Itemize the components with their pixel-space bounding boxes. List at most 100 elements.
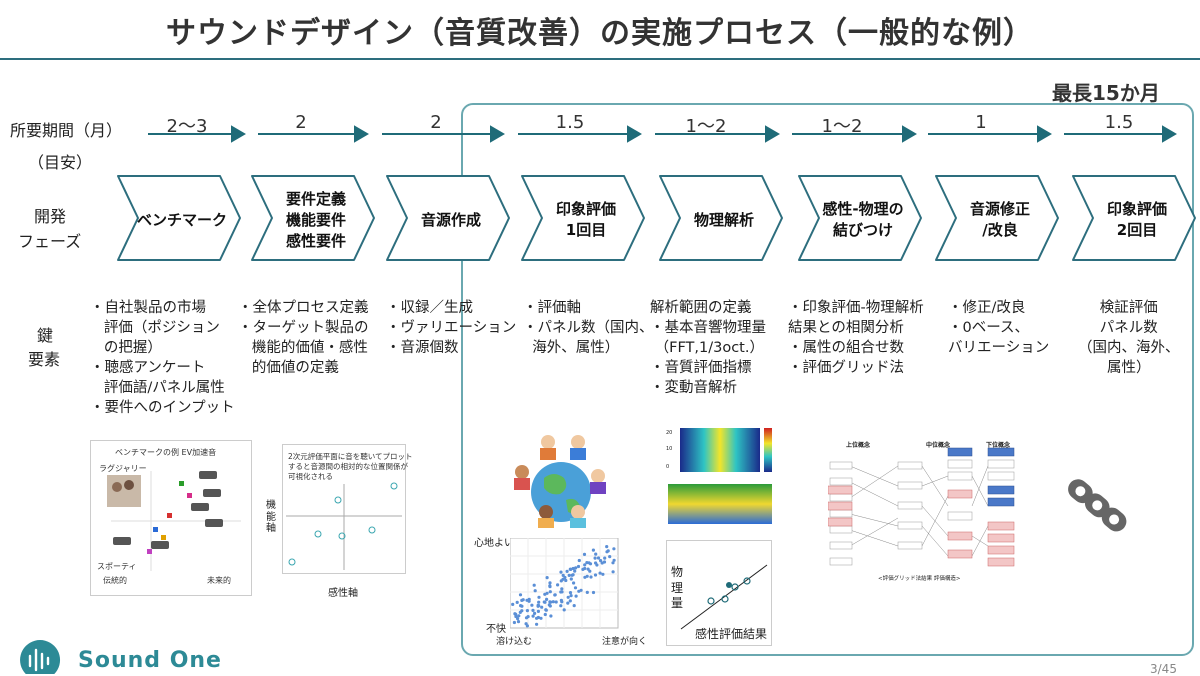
timeline-arrows <box>148 125 1177 143</box>
scatter-dot <box>606 549 610 553</box>
phase-sublabel: フェーズ <box>18 232 82 251</box>
scatter-dot <box>611 570 615 574</box>
scatter-dot <box>560 590 564 594</box>
scatter-dot <box>533 611 537 615</box>
scatter-dot <box>517 614 521 618</box>
scatter-dot <box>573 569 577 573</box>
scatter-dot <box>572 581 576 585</box>
phase-impression-eval-1: 印象評価 1回目 <box>555 200 616 239</box>
scatter-dot <box>543 612 547 617</box>
scatter-dot <box>585 590 589 594</box>
scatter-dot <box>531 608 535 612</box>
scatter-dot <box>548 581 552 585</box>
scatter-dot <box>583 563 587 567</box>
benchmark-plot <box>107 471 241 571</box>
scatter-dot <box>525 609 529 613</box>
impression-scatter-plot <box>510 538 619 629</box>
duration-2: 2 <box>295 112 307 133</box>
scatter-dot <box>571 566 575 571</box>
scatter-label-right: 注意が向く <box>602 637 648 647</box>
key-element-requirements: ・全体プロセス定義 ・ターゲット製品の 機能的価値・感性 的価値の定義 <box>238 300 369 376</box>
grid-col-lower: 下位概念 <box>986 442 1011 449</box>
grid-col-upper: 上位概念 <box>846 442 871 449</box>
phase-sound-creation: 音源作成 <box>420 210 481 229</box>
scatter-dot <box>527 599 531 603</box>
phase-sound-revision: 音源修正 /改良 <box>969 200 1030 239</box>
brand-name: Sound One <box>78 648 222 673</box>
scatter-dot <box>544 608 548 612</box>
scatter-dot <box>593 556 597 560</box>
key-element-sound-creation: ・収録／生成 ・ヴァリエーション ・音源個数 <box>386 300 517 356</box>
scatter-dot <box>521 598 525 602</box>
period-sublabel: （目安） <box>28 153 93 172</box>
scatter-dot <box>540 605 544 609</box>
key-element-sensory-physical-link: ・印象評価-物理解析 結果との相関分析 ・属性の組合せ数 ・評価グリッド法 <box>788 300 924 376</box>
phase-sensory-physical-link: 感性-物理の 結びつけ <box>822 200 904 239</box>
scatter-dot <box>549 600 553 604</box>
period-label: 所要期間（月） <box>10 121 123 140</box>
grid-col-middle: 中位概念 <box>926 442 951 449</box>
scatter-dot <box>526 615 530 619</box>
scatter-dot <box>548 604 552 608</box>
scatter-dot <box>556 583 560 587</box>
requirement-caption: 2次元評価平面に音を聴いてプロット すると音源間の相対的な位置関係が 可視化され… <box>288 452 413 482</box>
phase-requirements: 要件定義 機能要件 感性要件 <box>285 189 346 250</box>
scatter-dot <box>533 589 537 593</box>
scatter-dot <box>605 545 609 549</box>
scatter-dot <box>598 571 602 575</box>
scatter-dot <box>588 562 593 566</box>
key-sublabel: 要素 <box>28 350 61 369</box>
scatter-dot <box>611 561 615 565</box>
phase-benchmark: ベンチマーク <box>136 210 227 229</box>
chain-link-icon <box>1068 479 1127 532</box>
key-element-impression-eval-1: ・評価軸 ・パネル数（国内、 海外、属性） <box>523 300 654 356</box>
scatter-dot <box>565 569 569 573</box>
scatter-dot <box>516 620 521 624</box>
requirement-x-axis-label: 感性軸 <box>328 588 358 599</box>
scatter-dot <box>539 616 543 620</box>
scatter-dot <box>572 604 576 608</box>
scatter-dot <box>566 601 570 605</box>
duration-1: 2〜3 <box>166 116 208 137</box>
svg-text:0: 0 <box>666 464 669 470</box>
scatter-dot <box>512 620 516 625</box>
page-number: 3/45 <box>1150 662 1177 676</box>
phase-impression-eval-2: 印象評価 2回目 <box>1106 200 1167 239</box>
scatter-dot <box>612 558 616 562</box>
scatter-dot <box>569 567 573 571</box>
scatter-dot <box>574 594 578 598</box>
scatter-dot <box>525 624 529 628</box>
svg-text:20: 20 <box>666 430 672 436</box>
benchmark-label-futuristic: 未来的 <box>207 576 231 585</box>
scatter-dot <box>530 603 534 607</box>
duration-7: 1 <box>975 112 987 133</box>
scatter-dot <box>591 548 595 552</box>
scatter-dot <box>564 578 568 583</box>
scatter-dot <box>562 608 566 612</box>
scatter-dot <box>568 591 573 595</box>
scatter-dot <box>532 583 536 587</box>
scatter-dot <box>567 573 571 577</box>
scatter-dot <box>586 567 590 571</box>
scatter-dot <box>548 585 552 589</box>
scatter-dot <box>548 590 552 594</box>
scatter-dot <box>596 556 601 560</box>
scatter-dot <box>571 573 575 577</box>
benchmark-label-traditional: 伝統的 <box>103 576 127 585</box>
correlation-figure: 物理量 感性評価結果 <box>666 540 772 646</box>
requirement-plot <box>286 482 402 570</box>
scatter-dot <box>518 610 522 614</box>
phase-physical-analysis: 物理解析 <box>693 210 754 229</box>
scatter-dot <box>560 587 564 591</box>
scatter-dot <box>573 586 578 590</box>
scatter-dot <box>608 555 612 559</box>
scatter-dot <box>594 552 598 556</box>
scatter-dot <box>581 567 585 571</box>
duration-8: 1.5 <box>1104 112 1134 133</box>
scatter-dot <box>569 594 573 598</box>
scatter-dot <box>536 609 540 613</box>
sound-one-logo-icon <box>20 640 60 674</box>
impression-scatter-figure: 心地よい 不快 溶け込む 注意が向く <box>474 534 654 647</box>
scatter-dot <box>566 595 570 599</box>
